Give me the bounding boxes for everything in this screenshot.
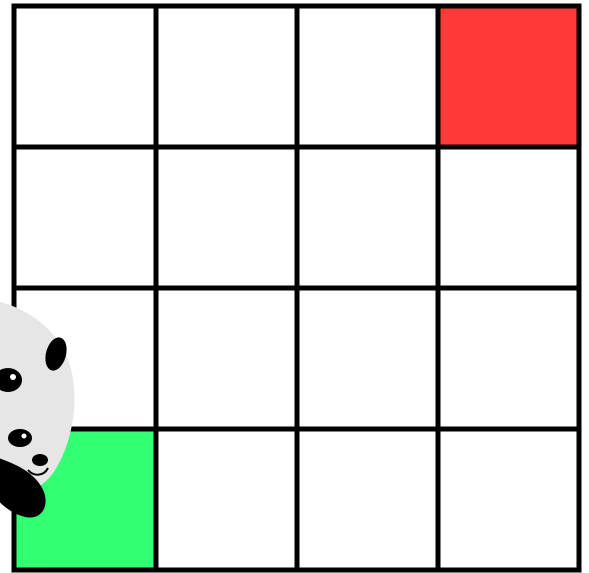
grid-cell xyxy=(297,147,438,288)
panda-eye-patch xyxy=(8,429,32,447)
grid-cell xyxy=(438,429,579,570)
grid-cell xyxy=(14,147,156,288)
grid-cell xyxy=(156,147,297,288)
grid-cell xyxy=(297,288,438,429)
grid-cell xyxy=(438,147,579,288)
panda-eye xyxy=(10,374,16,380)
grid-cell xyxy=(156,6,297,147)
panda-nose xyxy=(32,454,48,466)
grid-cell xyxy=(438,288,579,429)
grid-cell xyxy=(297,429,438,570)
grid-cell xyxy=(156,288,297,429)
grid-cell xyxy=(297,6,438,147)
panda-eye xyxy=(22,434,27,439)
grid-cell xyxy=(14,6,156,147)
grid-cell xyxy=(156,429,297,570)
goal-cell xyxy=(438,6,579,147)
